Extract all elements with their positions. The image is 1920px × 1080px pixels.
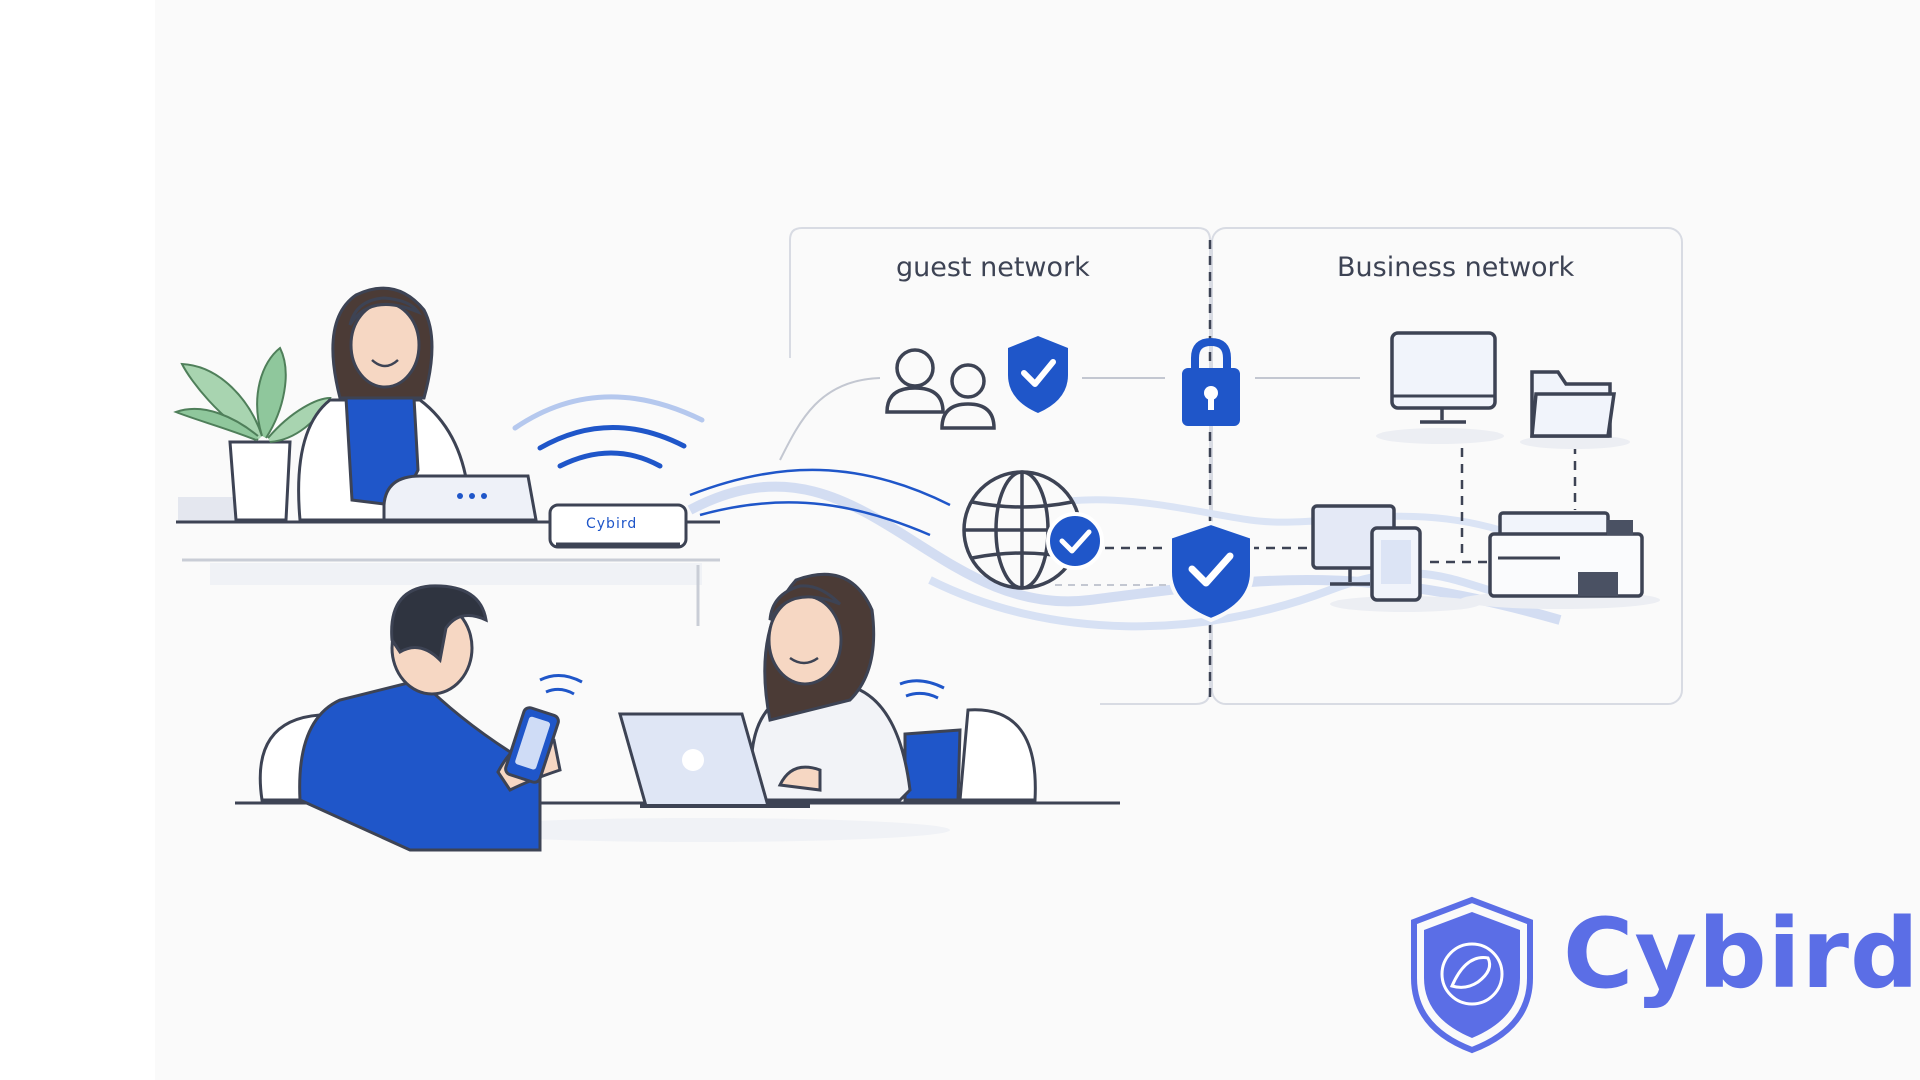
laptop-icon [618, 679, 945, 808]
guest-network-panel [789, 227, 1211, 705]
globe-check-badge [1046, 512, 1104, 570]
router-label: Cybird [586, 516, 638, 532]
printer-icon [1460, 511, 1660, 609]
dashed-links [1105, 432, 1577, 564]
monitor-icon [1376, 331, 1504, 444]
business-network-label: Business network [1337, 252, 1575, 283]
center-shield-check-icon [1168, 520, 1254, 623]
modem-device [382, 474, 538, 522]
users-icon [885, 348, 996, 430]
brand-shield-icon [1411, 896, 1533, 1054]
router-device [548, 503, 688, 549]
reception-counter [176, 497, 720, 626]
wifi-signal-icon [512, 394, 705, 469]
woman-with-laptop [749, 572, 912, 802]
plant-icon [173, 346, 332, 522]
devices-icon [1311, 504, 1480, 612]
shield-check-icon [1008, 336, 1068, 413]
brand-wordmark: Cybird [1563, 898, 1920, 1010]
connector-lines [1055, 377, 1360, 586]
business-network-panel [1211, 227, 1683, 705]
folder-icon [1520, 370, 1630, 449]
guest-network-label: guest network [896, 252, 1090, 283]
phone-icon [504, 674, 583, 784]
lock-icon [1182, 337, 1240, 426]
